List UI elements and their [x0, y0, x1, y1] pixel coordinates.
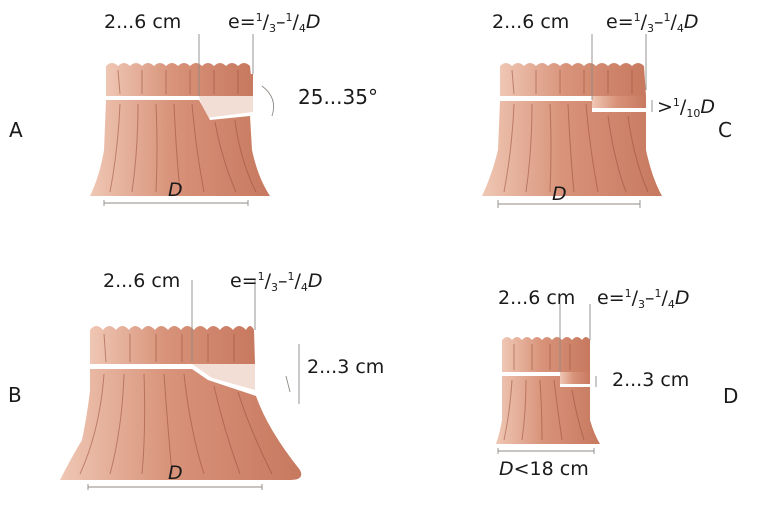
eccentricity-label-b: e=1/3–1/4D	[230, 270, 323, 294]
panel-a: 2...6 cm e=1/3–1/4D 25...35° D A	[9, 11, 378, 206]
angle-label-a: 25...35°	[298, 85, 378, 109]
stump-a-upper	[106, 63, 253, 97]
diameter-label-b: D	[168, 462, 183, 484]
panel-d: 2...6 cm e=1/3–1/4D 2...3 cm D<18 cm D	[496, 287, 738, 480]
diameter-label-d: D<18 cm	[499, 458, 589, 480]
gap-label-d: 2...3 cm	[612, 369, 689, 391]
cut-horizontal-a	[104, 96, 200, 101]
stump-c-upper	[500, 63, 646, 96]
grain-c	[503, 69, 649, 193]
eccentricity-label-d: e=1/3–1/4D	[597, 287, 690, 311]
stump-a-lower	[90, 100, 270, 196]
stump-d-upper	[502, 337, 590, 372]
width-label-b: 2...6 cm	[103, 270, 180, 292]
eccentricity-label-a: e=1/3–1/4D	[228, 11, 321, 35]
width-label-d: 2...6 cm	[498, 287, 575, 309]
diameter-label-a: D	[168, 179, 183, 201]
notch-wedge-b	[192, 364, 255, 390]
notch-wedge-a	[199, 96, 253, 118]
stump-c-lower	[482, 101, 662, 196]
eccentricity-label-c: e=1/3–1/4D	[606, 11, 699, 35]
cut-back-c	[592, 108, 648, 112]
cut-horizontal-b	[88, 364, 192, 369]
grain-b	[79, 333, 273, 475]
cut-horizontal-c	[498, 96, 592, 101]
stump-b-upper	[90, 326, 255, 364]
offset-label-c: >1/10D	[657, 96, 715, 120]
dimension-lines-a	[103, 34, 275, 206]
gap-label-b: 2...3 cm	[307, 356, 384, 378]
stump-d-lower	[496, 376, 600, 444]
cut-horizontal-d	[500, 372, 560, 376]
panel-c: 2...6 cm e=1/3–1/4D >1/10D D C	[482, 11, 732, 208]
panel-letter-d: D	[723, 384, 738, 408]
stump-b-lower	[60, 369, 302, 480]
grain-d	[503, 344, 585, 441]
width-label-c: 2...6 cm	[492, 11, 569, 33]
dimension-lines-b	[87, 280, 300, 490]
stump-d-step	[560, 372, 590, 384]
panel-letter-a: A	[9, 118, 23, 142]
stump-c-step	[592, 96, 646, 108]
cut-back-d	[560, 384, 590, 387]
width-label-a: 2...6 cm	[104, 11, 181, 33]
dimension-lines-c	[497, 34, 653, 208]
panel-b: 2...6 cm e=1/3–1/4D 2...3 cm D B	[8, 270, 384, 490]
panel-letter-b: B	[8, 383, 22, 407]
grain-a	[109, 69, 257, 193]
diameter-label-c: D	[552, 183, 567, 205]
panel-letter-c: C	[718, 118, 732, 142]
dimension-lines-d	[497, 304, 597, 454]
